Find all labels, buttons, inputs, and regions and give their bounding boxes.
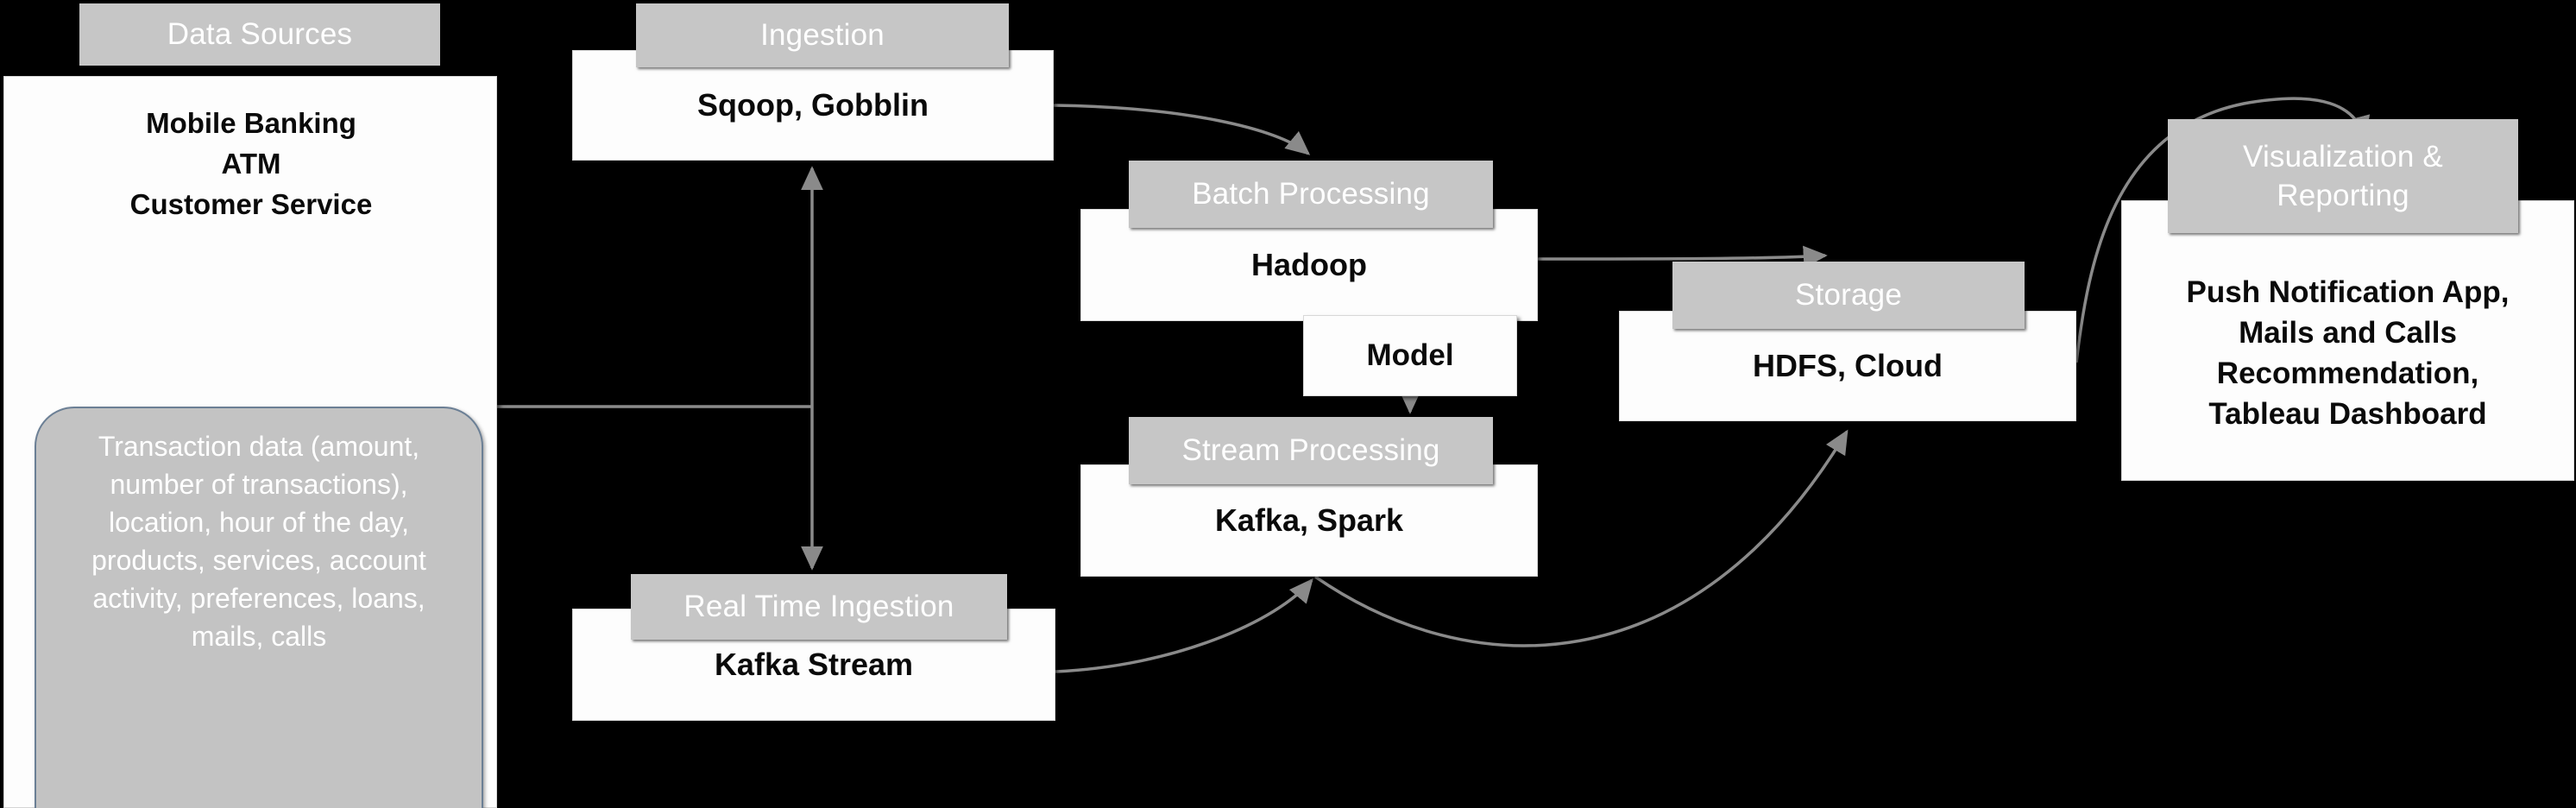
storage-header[interactable]: Storage (1672, 262, 2025, 329)
visualization-header-line2: Reporting (2277, 179, 2409, 212)
data-source-item: Customer Service (129, 188, 373, 220)
data-sources-list: Mobile Banking ATM Customer Service (4, 103, 498, 224)
data-sources-header[interactable]: Data Sources (79, 3, 440, 66)
model-box[interactable]: Model (1303, 315, 1517, 396)
batch-processing-header[interactable]: Batch Processing (1129, 161, 1493, 228)
connector-ingestion-to-batch-processing (1053, 104, 1311, 155)
ingestion-header[interactable]: Ingestion (636, 3, 1009, 67)
visualization-output-item: Push Notification App, (2186, 275, 2510, 309)
visualization-output-item: Recommendation, (2216, 356, 2479, 390)
data-source-item: ATM (221, 148, 281, 180)
storage-body[interactable]: HDFS, Cloud (1619, 311, 2076, 421)
data-source-item: Mobile Banking (146, 107, 356, 139)
real-time-ingestion-header[interactable]: Real Time Ingestion (631, 574, 1007, 640)
transaction-data-box: Transaction data (amount, number of tran… (35, 407, 483, 808)
visualization-header[interactable]: Visualization & Reporting (2168, 119, 2518, 233)
visualization-output-item: Tableau Dashboard (2208, 396, 2487, 431)
ingestion-body[interactable]: Sqoop, Gobblin (572, 50, 1054, 161)
stream-processing-header[interactable]: Stream Processing (1129, 417, 1493, 484)
data-sources-panel[interactable]: Mobile Banking ATM Customer Service Tran… (3, 76, 497, 808)
visualization-body[interactable]: Push Notification App, Mails and Calls R… (2121, 200, 2574, 481)
visualization-header-line1: Visualization & (2243, 140, 2443, 174)
connector-batch-processing-to-storage (1537, 245, 1828, 268)
visualization-output-item: Mails and Calls (2239, 315, 2457, 350)
connector-real-time-ingestion-to-stream-processing (1055, 578, 1313, 673)
